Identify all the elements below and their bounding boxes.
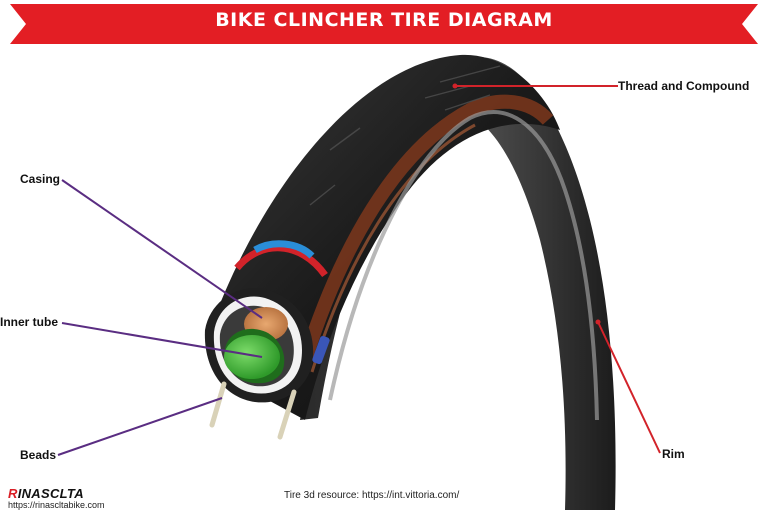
label-rim: Rim [662, 447, 685, 461]
page-title: BIKE CLINCHER TIRE DIAGRAM [215, 9, 553, 31]
label-casing: Casing [20, 172, 61, 186]
casing-stripe [298, 94, 554, 363]
casing-band [234, 244, 328, 278]
brand-logo-rest: INASCLTA [17, 486, 84, 501]
brand-logo-initial: R [8, 486, 18, 501]
leader-casing [61, 179, 263, 319]
brand-logo: RINASCLTA [8, 486, 84, 501]
label-thread-and-compound: Thread and Compound [618, 79, 750, 93]
leader-inner-tube [61, 322, 263, 358]
label-beads: Beads [20, 448, 57, 462]
leader-lines [57, 83, 661, 456]
beads [209, 381, 297, 440]
brand-url[interactable]: https://rinascltabike.com [8, 500, 105, 510]
title-banner [10, 4, 758, 44]
label-inner-tube: Inner tube [0, 315, 59, 329]
resource-credit: Tire 3d resource: https://int.vittoria.c… [284, 490, 460, 501]
leader-rim [597, 321, 661, 454]
leader-beads [57, 397, 223, 456]
rim-highlight [328, 110, 599, 421]
cross-section [204, 288, 330, 403]
